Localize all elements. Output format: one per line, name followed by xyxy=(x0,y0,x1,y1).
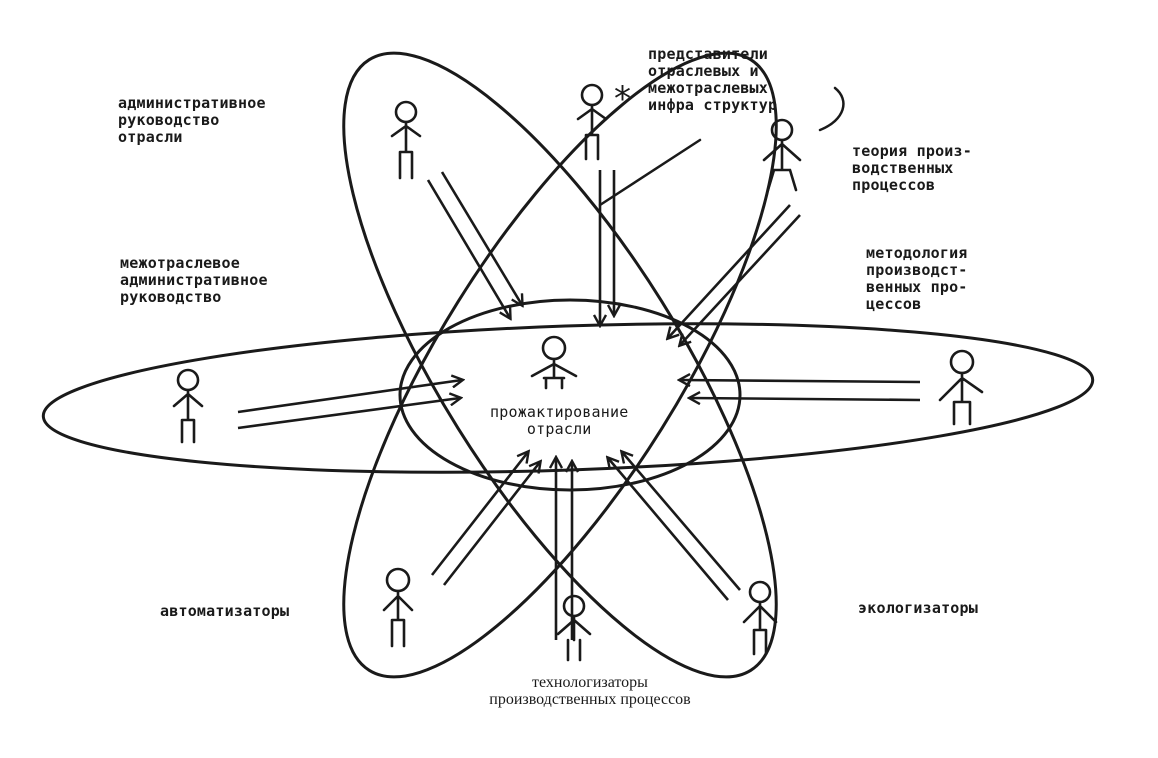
person-icon-process-theory xyxy=(762,118,802,192)
arrow-right xyxy=(680,380,921,382)
label-technologizers: технологизаторы производственных процесс… xyxy=(489,674,691,708)
person-icon-automators xyxy=(382,567,414,648)
arrow-bottomleft-b xyxy=(442,462,540,586)
arrow-left xyxy=(237,380,462,414)
person-icon-admin-industry xyxy=(390,100,422,180)
label-automators: автоматизаторы xyxy=(160,602,290,620)
arrow-topright-b xyxy=(680,214,801,345)
orbit-right xyxy=(342,51,778,679)
arrow-topleft-b xyxy=(440,171,522,305)
person-icon-interindustry-admin xyxy=(172,368,204,444)
person-icon-technologizers xyxy=(556,594,592,662)
label-interindustry-admin: межотраслевое административное руководст… xyxy=(120,254,268,306)
arrow-topright xyxy=(668,204,791,338)
label-center: прожактирование отрасли xyxy=(490,403,629,438)
arrow-bottomleft xyxy=(430,452,528,576)
person-icon-ecologizers xyxy=(742,580,778,656)
label-process-theory: теория произ- водственных процессов xyxy=(852,142,972,194)
infra-pointer-line xyxy=(598,138,702,207)
label-admin-industry: административное руководство отрасли xyxy=(118,94,266,146)
label-infra-reps: представители отраслевых и межотраслевых… xyxy=(648,45,778,114)
asterisk-mark: * xyxy=(614,79,631,119)
person-icon-infra-reps xyxy=(576,83,608,161)
person-icon-center xyxy=(530,335,578,390)
arrow-left-b xyxy=(237,398,460,430)
infra-leader-line xyxy=(818,86,845,132)
label-ecologizers: экологизаторы xyxy=(858,599,978,617)
arrow-topleft xyxy=(426,179,510,318)
person-icon-process-methodology xyxy=(938,349,984,426)
label-process-methodology: методология производст- венных про- цесс… xyxy=(866,244,968,313)
arrow-bottomright-b xyxy=(622,452,741,591)
center-oval xyxy=(398,298,742,492)
arrow-bottomright xyxy=(608,458,729,601)
arrow-right-b xyxy=(690,398,921,400)
orbit-horizontal xyxy=(41,322,1095,474)
orbit-left xyxy=(342,51,778,679)
